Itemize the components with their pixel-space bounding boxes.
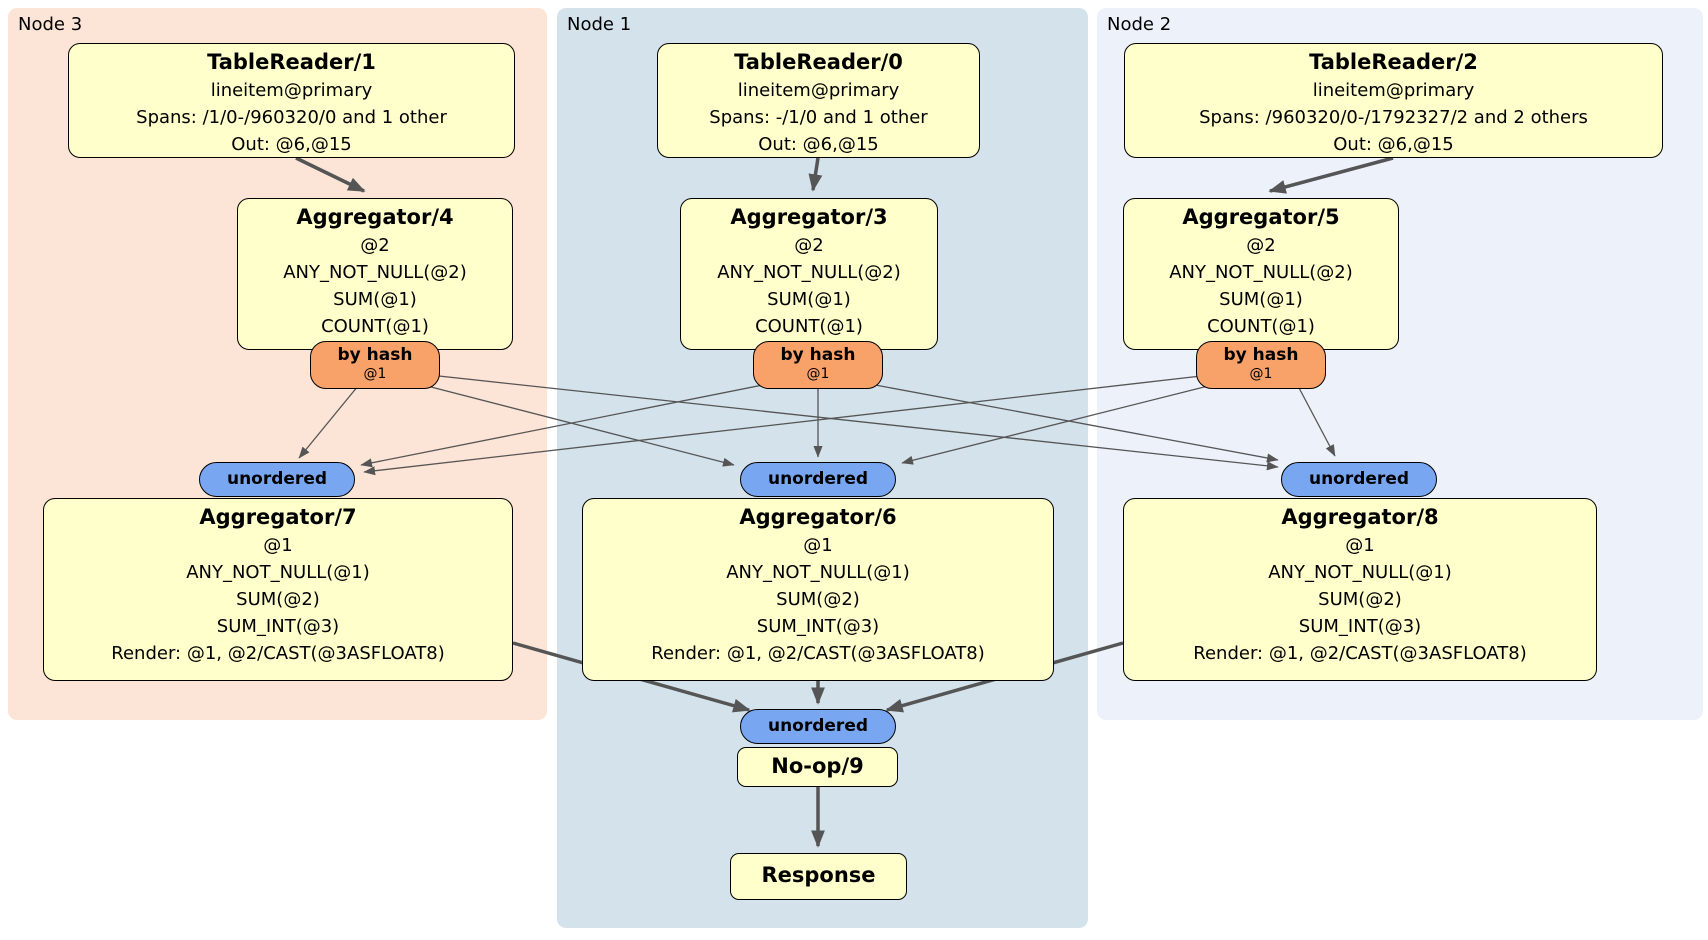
box-aggregator-6: Aggregator/6 @1 ANY_NOT_NULL(@1) SUM(@2)…	[582, 498, 1054, 681]
router-by-hash-node3: by hash @1	[310, 341, 440, 389]
region-node1-label: Node 1	[567, 14, 632, 35]
box-aggregator-4: Aggregator/4 @2 ANY_NOT_NULL(@2) SUM(@1)…	[237, 198, 513, 350]
box-line: Spans: -/1/0 and 1 other	[709, 107, 928, 128]
router-detail: @1	[1249, 366, 1273, 382]
box-line: SUM(@1)	[767, 289, 851, 310]
box-line: ANY_NOT_NULL(@2)	[717, 262, 901, 283]
router-label: by hash	[1223, 345, 1299, 365]
box-line: ANY_NOT_NULL(@2)	[1169, 262, 1353, 283]
box-line: ANY_NOT_NULL(@1)	[726, 562, 910, 583]
box-title: Aggregator/4	[296, 205, 454, 229]
box-line: SUM_INT(@3)	[1298, 616, 1422, 637]
box-line: COUNT(@1)	[321, 316, 429, 337]
region-node3-label: Node 3	[18, 14, 83, 35]
box-line: Out: @6,@15	[231, 134, 352, 155]
box-line: ANY_NOT_NULL(@1)	[1268, 562, 1452, 583]
edge-hash1-sync3	[360, 378, 794, 468]
box-title: Aggregator/7	[199, 505, 357, 529]
box-line: COUNT(@1)	[1207, 316, 1315, 337]
box-line: COUNT(@1)	[755, 316, 863, 337]
box-line: Spans: /1/0-/960320/0 and 1 other	[136, 107, 447, 128]
box-line: lineitem@primary	[737, 80, 900, 101]
box-line: SUM(@2)	[1318, 589, 1402, 610]
edge-hash2-sync2	[1297, 385, 1336, 457]
sync-unordered-final: unordered	[740, 709, 896, 744]
box-tablereader-0: TableReader/0 lineitem@primary Spans: -/…	[657, 43, 980, 158]
box-line: @2	[360, 235, 390, 256]
box-title: Aggregator/6	[739, 505, 897, 529]
box-title: No-op/9	[771, 754, 864, 778]
box-line: lineitem@primary	[1312, 80, 1475, 101]
edge-hash1-sync2	[842, 378, 1279, 463]
box-tablereader-1: TableReader/1 lineitem@primary Spans: /1…	[68, 43, 515, 158]
box-response: Response	[730, 853, 907, 900]
edge-hash3-sync1	[399, 378, 735, 467]
router-by-hash-node1: by hash @1	[753, 341, 883, 389]
box-line: @1	[803, 535, 833, 556]
sync-unordered-node2: unordered	[1281, 462, 1437, 497]
box-title: TableReader/2	[1309, 50, 1478, 74]
box-line: SUM_INT(@3)	[216, 616, 340, 637]
box-line: SUM(@1)	[333, 289, 417, 310]
box-line: @2	[794, 235, 824, 256]
box-line: Out: @6,@15	[1333, 134, 1454, 155]
box-line: SUM_INT(@3)	[756, 616, 880, 637]
box-line: @2	[1246, 235, 1276, 256]
box-title: Response	[761, 863, 876, 887]
router-detail: @1	[806, 366, 830, 382]
box-line: Out: @6,@15	[758, 134, 879, 155]
box-tablereader-2: TableReader/2 lineitem@primary Spans: /9…	[1124, 43, 1663, 158]
edge-tr0-agg3	[808, 157, 823, 192]
sync-unordered-node3: unordered	[199, 462, 355, 497]
edge-hash2-sync1	[901, 378, 1237, 465]
edge-tr1-agg4	[295, 156, 366, 193]
box-line: lineitem@primary	[210, 80, 373, 101]
region-node2-label: Node 2	[1107, 14, 1172, 35]
edge-tr2-agg5	[1268, 156, 1394, 194]
box-title: TableReader/0	[734, 50, 903, 74]
box-noop-9: No-op/9	[737, 747, 898, 787]
box-aggregator-5: Aggregator/5 @2 ANY_NOT_NULL(@2) SUM(@1)…	[1123, 198, 1399, 350]
box-line: Spans: /960320/0-/1792327/2 and 2 others	[1199, 107, 1588, 128]
box-line: ANY_NOT_NULL(@1)	[186, 562, 370, 583]
box-line: SUM(@1)	[1219, 289, 1303, 310]
edge-hash2-sync3	[363, 371, 1237, 476]
box-title: TableReader/1	[207, 50, 376, 74]
router-by-hash-node2: by hash @1	[1196, 341, 1326, 389]
router-label: by hash	[780, 345, 856, 365]
box-line: Render: @1, @2/CAST(@3ASFLOAT8)	[111, 643, 445, 664]
box-line: @1	[263, 535, 293, 556]
box-title: Aggregator/5	[1182, 205, 1340, 229]
box-line: @1	[1345, 535, 1375, 556]
box-line: SUM(@2)	[236, 589, 320, 610]
sync-unordered-node1: unordered	[740, 462, 896, 497]
router-detail: @1	[363, 366, 387, 382]
box-title: Aggregator/3	[730, 205, 888, 229]
edge-hash3-sync2	[401, 371, 1279, 471]
box-line: Render: @1, @2/CAST(@3ASFLOAT8)	[1193, 643, 1527, 664]
box-line: Render: @1, @2/CAST(@3ASFLOAT8)	[651, 643, 985, 664]
box-aggregator-8: Aggregator/8 @1 ANY_NOT_NULL(@1) SUM(@2)…	[1123, 498, 1597, 681]
box-line: ANY_NOT_NULL(@2)	[283, 262, 467, 283]
router-label: by hash	[337, 345, 413, 365]
box-line: SUM(@2)	[776, 589, 860, 610]
box-aggregator-7: Aggregator/7 @1 ANY_NOT_NULL(@1) SUM(@2)…	[43, 498, 513, 681]
box-aggregator-3: Aggregator/3 @2 ANY_NOT_NULL(@2) SUM(@1)…	[680, 198, 938, 350]
box-title: Aggregator/8	[1281, 505, 1439, 529]
edge-hash3-sync3	[298, 385, 359, 459]
